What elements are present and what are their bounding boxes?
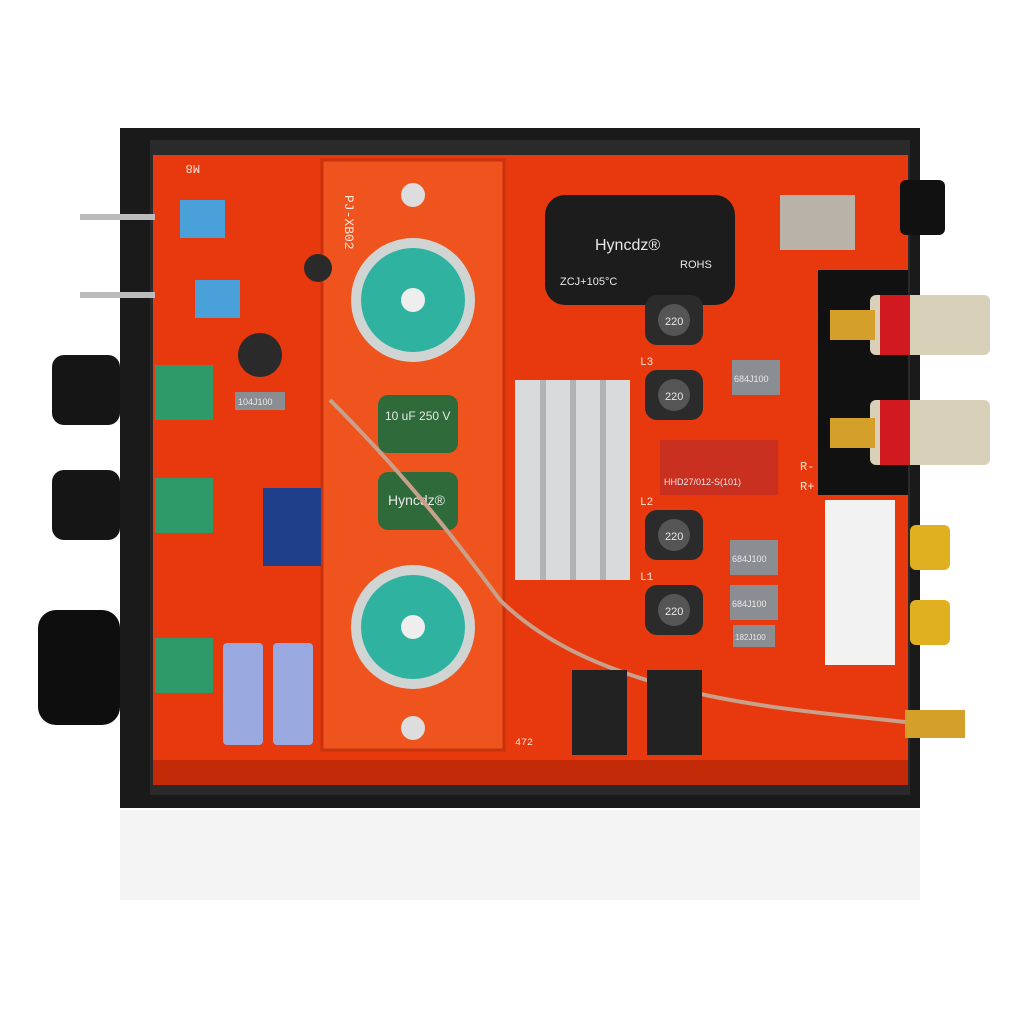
rca-input-block: [825, 500, 895, 665]
svg-text:Hyncdz®: Hyncdz®: [388, 492, 446, 508]
film-capacitor: 684J100: [732, 360, 780, 395]
antenna-cable: [328, 398, 906, 724]
capacitor-hyncdz-small: Hyncdz®: [378, 472, 458, 530]
ic-chip: [647, 670, 702, 755]
screw: [401, 183, 425, 207]
potentiometer: [155, 478, 213, 533]
svg-text:684J100: 684J100: [732, 599, 767, 609]
svg-text:220: 220: [665, 606, 683, 618]
svg-text:684J100: 684J100: [734, 374, 769, 384]
inductor: 220: [645, 585, 703, 635]
label-r-plus: R+: [800, 480, 814, 494]
potentiometer: [155, 365, 213, 420]
label-472: 472: [515, 738, 533, 749]
capacitor: [238, 333, 282, 377]
label-l1: L1: [640, 572, 654, 584]
svg-text:ROHS: ROHS: [680, 259, 712, 271]
svg-text:684J100: 684J100: [732, 554, 767, 564]
film-capacitor: 684J100: [730, 540, 778, 575]
rca-jack: [910, 525, 950, 570]
svg-text:220: 220: [665, 531, 683, 543]
capacitor: [304, 254, 332, 282]
film-capacitor: 182J100: [733, 625, 775, 647]
label-r-minus: R-: [800, 460, 814, 474]
svg-text:220: 220: [665, 391, 683, 403]
speaker-terminal: [830, 400, 990, 465]
screw: [401, 716, 425, 740]
power-switch: [780, 195, 855, 250]
reflection: [120, 810, 920, 900]
film-capacitor-blue: [273, 643, 313, 745]
label-m8: M8: [186, 161, 200, 175]
svg-text:HHD27/012-S(101): HHD27/012-S(101): [664, 477, 741, 487]
board-id: PJ-XB02: [341, 195, 356, 250]
label-l2: L2: [640, 497, 653, 509]
dc-jack: [900, 180, 945, 235]
svg-text:182J100: 182J100: [735, 633, 766, 642]
label-l3: L3: [640, 357, 653, 369]
svg-text:Hyncdz®: Hyncdz®: [595, 237, 660, 254]
film-capacitor: 684J100: [730, 585, 778, 620]
speaker-terminal: [830, 295, 990, 355]
capacitor-hyncdz-large: Hyncdz® ROHS ZCJ+105°C: [545, 195, 735, 305]
svg-text:ZCJ+105°C: ZCJ+105°C: [560, 276, 617, 288]
toggle-switch: [195, 280, 240, 318]
film-capacitor-small: 104J100: [235, 392, 285, 410]
heatsink: [515, 380, 630, 580]
pcb-edge: [153, 760, 908, 785]
knob-volume: [38, 610, 120, 725]
relay: HHD27/012-S(101): [660, 440, 778, 495]
toggle-lever: [80, 214, 155, 220]
bluetooth-module: [263, 488, 321, 566]
capacitor-10uf: 10 uF 250 V: [378, 395, 458, 453]
potentiometer: [155, 638, 213, 693]
svg-text:104J100: 104J100: [238, 397, 273, 407]
svg-text:10 uF 250 V: 10 uF 250 V: [385, 409, 450, 423]
ic-chip: [572, 670, 627, 755]
toggle-lever: [80, 292, 155, 298]
inductor: 220: [645, 510, 703, 560]
svg-text:220: 220: [665, 316, 683, 328]
knob-treble: [52, 355, 120, 425]
toggle-switch: [180, 200, 225, 238]
inductor: 220: [645, 295, 703, 345]
rca-jack: [910, 600, 950, 645]
knob-bass: [52, 470, 120, 540]
tube-socket-top: [351, 238, 475, 362]
film-capacitor-blue: [223, 643, 263, 745]
antenna-connector: [905, 710, 965, 738]
tube-socket-bottom: [351, 565, 475, 689]
inductor: 220: [645, 370, 703, 420]
